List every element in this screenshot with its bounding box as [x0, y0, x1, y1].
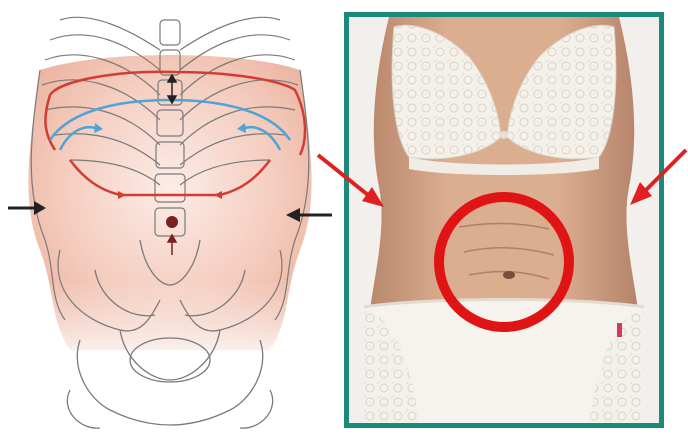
left-pointer-arrow: [318, 155, 384, 207]
right-pointer-arrow: [630, 150, 686, 205]
